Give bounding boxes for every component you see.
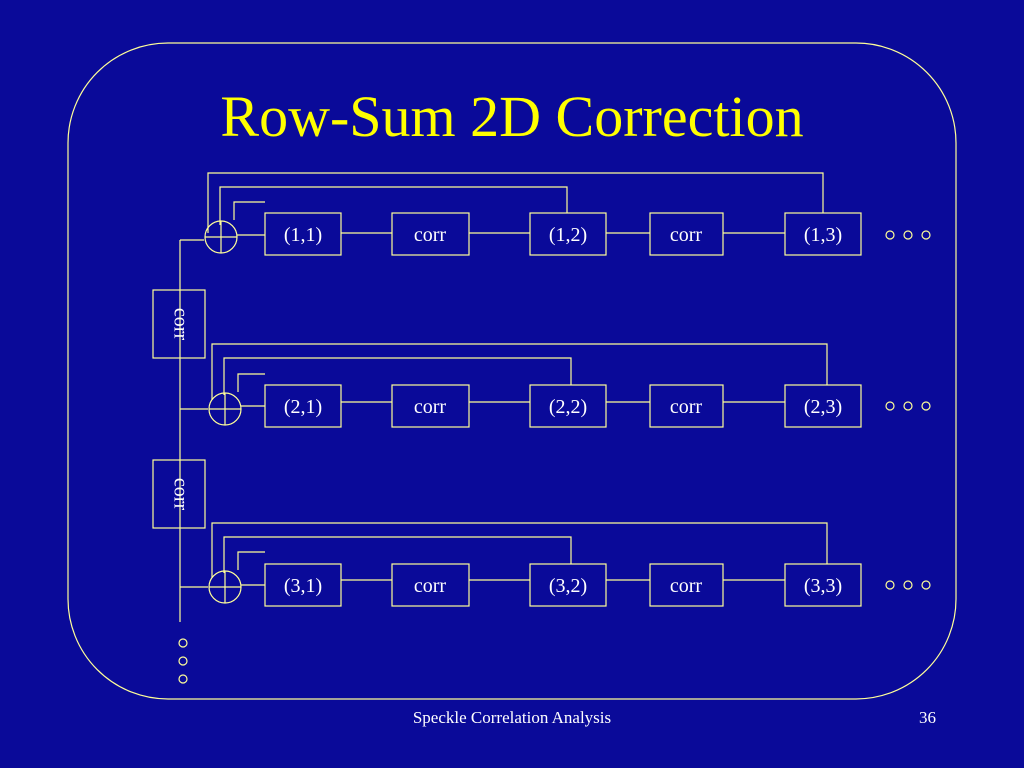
slide-frame	[67, 42, 957, 700]
column-corr-label-1: corr	[169, 308, 191, 341]
column-corr-box-2: corr	[152, 459, 206, 529]
horizontal-ellipsis-icon	[885, 230, 931, 240]
corr-1-1: corr	[414, 224, 447, 246]
cell-2-2: (2,2)	[549, 396, 587, 418]
vertical-ellipsis-icon	[178, 638, 188, 684]
cell-3-2: (3,2)	[549, 575, 587, 597]
column-corr-box-1: corr	[152, 289, 206, 359]
diagram-row-2: (2,1) corr (2,2) corr (2,3)	[180, 343, 931, 428]
cell-3-3: (3,3)	[804, 575, 842, 597]
cell-2-1: (2,1)	[284, 396, 322, 418]
cell-3-1: (3,1)	[284, 575, 322, 597]
cell-1-3: (1,3)	[804, 224, 842, 246]
cell-1-1: (1,1)	[284, 224, 322, 246]
cell-1-2: (1,2)	[549, 224, 587, 246]
corr-1-2: corr	[670, 224, 703, 246]
summation-node-icon	[204, 220, 238, 254]
summation-node-icon	[208, 570, 242, 604]
corr-2-1: corr	[414, 396, 447, 418]
corr-3-1: corr	[414, 575, 447, 597]
horizontal-ellipsis-icon	[885, 401, 931, 411]
diagram-row-1: (1,1) corr (1,2) corr (1,3)	[180, 172, 931, 256]
horizontal-ellipsis-icon	[885, 580, 931, 590]
slide-title: Row-Sum 2D Correction	[220, 84, 804, 149]
summation-node-icon	[208, 392, 242, 426]
corr-2-2: corr	[670, 396, 703, 418]
column-corr-label-2: corr	[169, 478, 191, 511]
cell-2-3: (2,3)	[804, 396, 842, 418]
diagram-row-3: (3,1) corr (3,2) corr (3,3)	[180, 522, 931, 607]
slide-footer: Speckle Correlation Analysis	[412, 708, 612, 727]
page-number: 36	[919, 708, 936, 727]
corr-3-2: corr	[670, 575, 703, 597]
